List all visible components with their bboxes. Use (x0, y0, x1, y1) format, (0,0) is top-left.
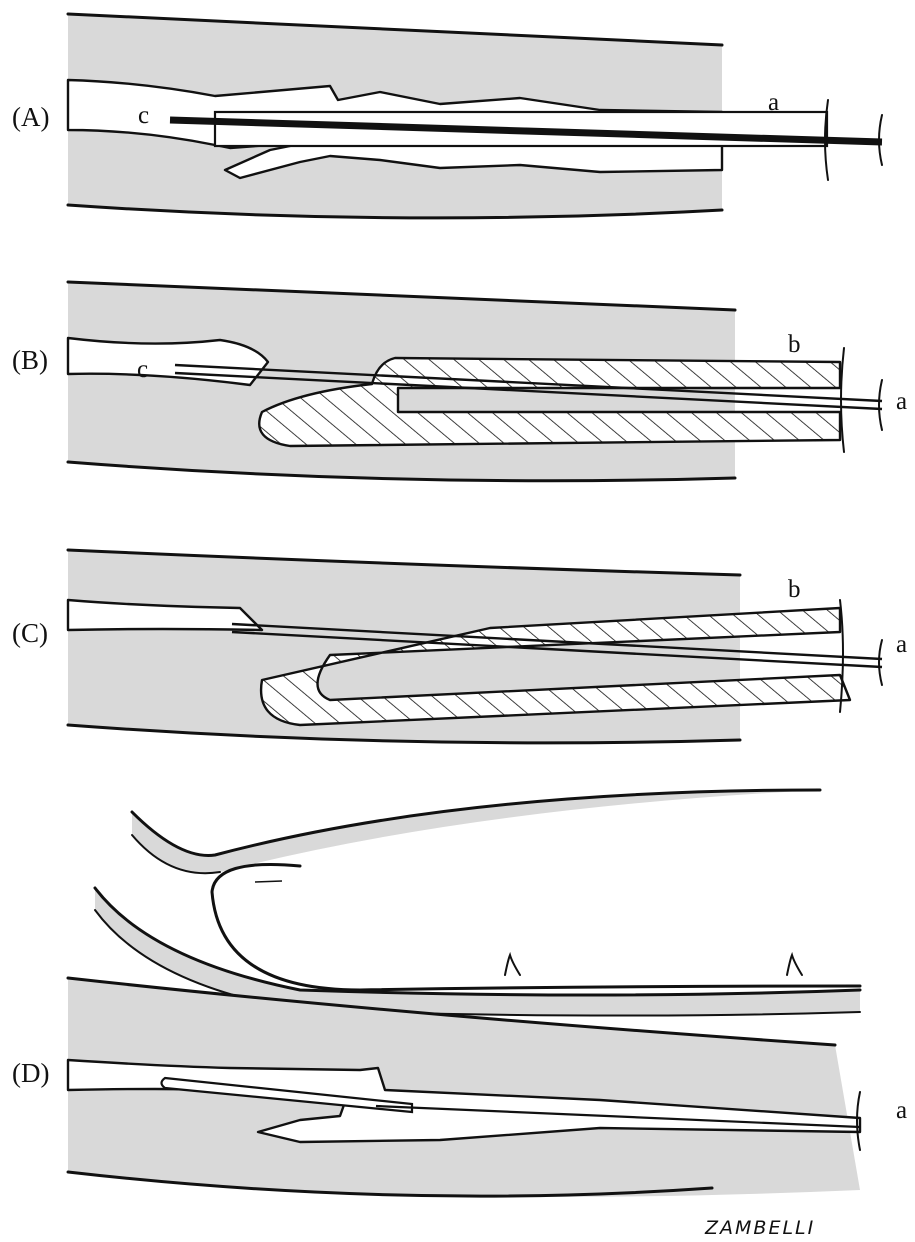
panel-d: (D) a (12, 790, 907, 1197)
panel-b-part-c: c (137, 356, 148, 383)
panel-c-label: (C) (12, 618, 48, 648)
panel-b-part-b: b (788, 331, 801, 358)
panel-d-part-a: a (896, 1097, 907, 1124)
panel-d-mucosal-bulge (212, 864, 860, 990)
panel-b-label: (B) (12, 345, 48, 375)
panel-d-label: (D) (12, 1058, 49, 1088)
panel-b: (B) c b a (12, 282, 907, 481)
panel-a-part-c: c (138, 102, 149, 129)
panel-d-upper-fold (132, 790, 820, 873)
panel-a: (A) c a (12, 14, 882, 218)
panel-c: (C) b a (12, 550, 907, 743)
panel-a-label: (A) (12, 102, 49, 132)
panel-c-part-a: a (896, 631, 907, 658)
artist-signature: ZAMBELLI (704, 1217, 815, 1239)
panel-b-part-a: a (896, 388, 907, 415)
panel-c-part-b: b (788, 576, 801, 603)
panel-a-part-a: a (768, 89, 779, 116)
